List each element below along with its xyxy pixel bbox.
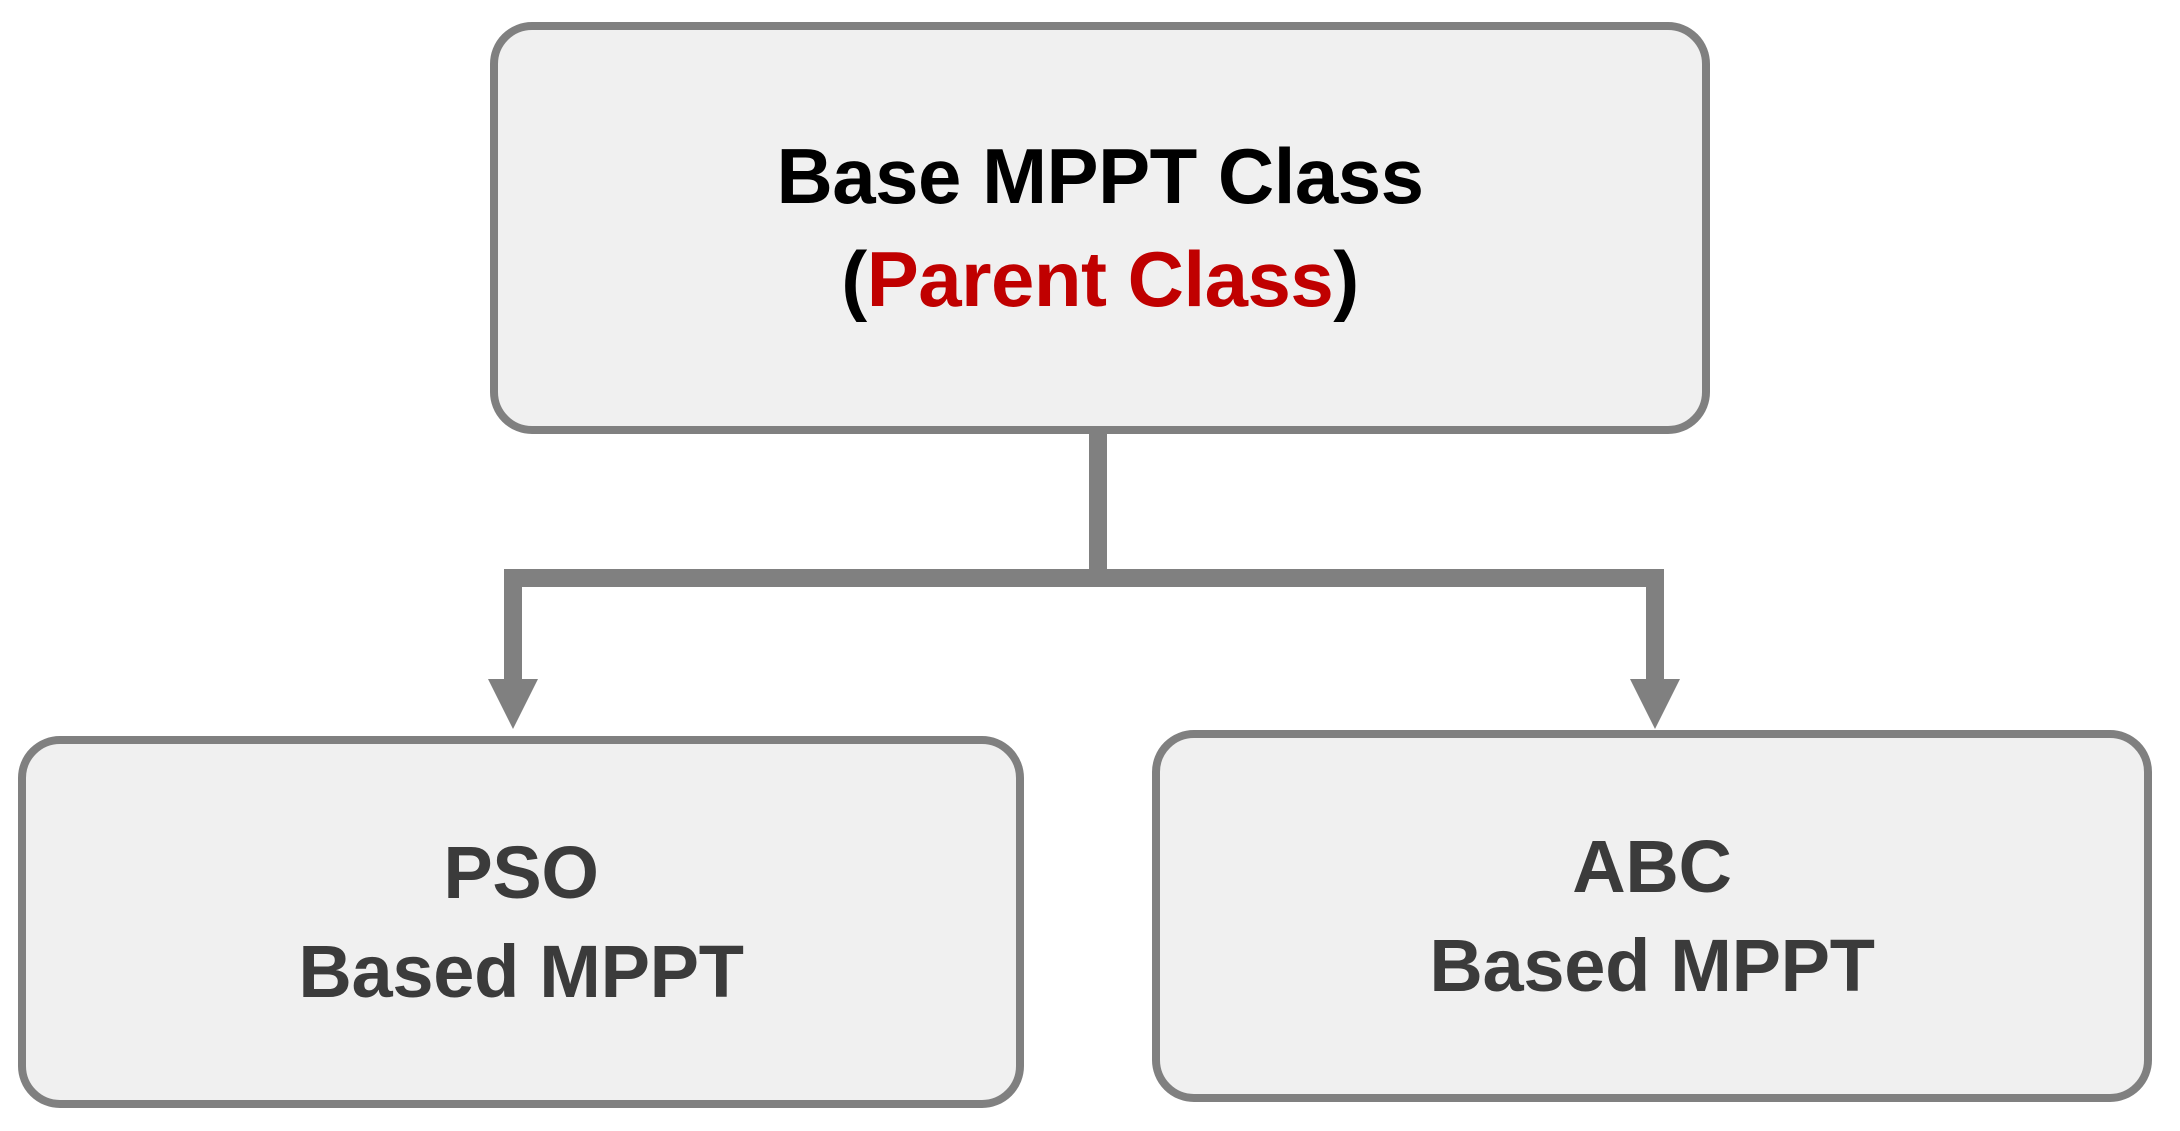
connector-right-drop — [1646, 569, 1664, 682]
node-abc-line-1: ABC — [1572, 824, 1732, 908]
node-abc-line-2: Based MPPT — [1429, 924, 1875, 1007]
node-pso-based-mppt[interactable]: PSO Based MPPT — [18, 736, 1024, 1108]
node-root-line-1: Base MPPT Class — [776, 132, 1424, 221]
open-paren: ( — [841, 235, 867, 323]
connector-left-drop — [504, 569, 522, 682]
arrowhead-left-icon — [488, 679, 538, 729]
parent-class-accent-text: Parent Class — [866, 235, 1334, 323]
node-abc-based-mppt[interactable]: ABC Based MPPT — [1152, 730, 2152, 1102]
node-base-mppt-class[interactable]: Base MPPT Class (Parent Class) — [490, 22, 1710, 434]
connector-bus — [504, 569, 1664, 587]
close-paren: ) — [1333, 235, 1359, 323]
arrowhead-right-icon — [1630, 679, 1680, 729]
node-root-line-2: (Parent Class) — [841, 228, 1359, 331]
connector-stem — [1089, 424, 1107, 587]
node-pso-line-2: Based MPPT — [298, 930, 744, 1013]
node-pso-line-1: PSO — [443, 830, 599, 914]
